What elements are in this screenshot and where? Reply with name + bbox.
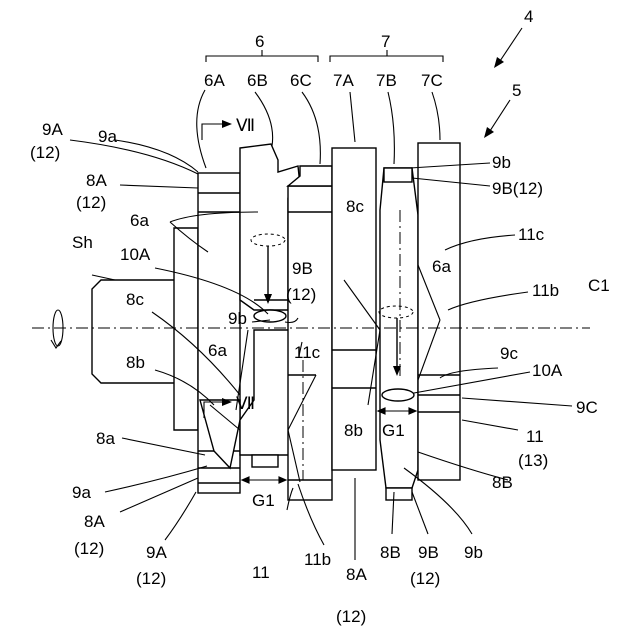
label-Sh: Sh (72, 233, 93, 252)
label-8a: 8a (96, 429, 115, 448)
label-8B-right: 8B (492, 473, 513, 492)
label-9c: 9c (500, 344, 518, 363)
label-10A-right: 10A (532, 361, 563, 380)
label-11-bottom: 11 (252, 563, 270, 582)
web-7C (418, 143, 460, 480)
label-11b-bottom: 11b (304, 550, 331, 569)
shaft-hub (174, 228, 198, 430)
brace-6 (206, 50, 318, 62)
label-12-9A-top: (12) (30, 143, 60, 162)
label-7: 7 (381, 32, 390, 51)
label-12-8A-top: (12) (76, 193, 106, 212)
label-11c-right: 11c (518, 225, 545, 244)
section-label-top: Ⅶ (236, 116, 255, 135)
label-12-8A-bottom: (12) (74, 539, 104, 558)
label-6a-right: 6a (432, 257, 451, 276)
label-8b-right: 8b (344, 421, 363, 440)
label-8c-left: 8c (126, 290, 144, 309)
label-9b-bottom-right: 9b (464, 543, 483, 562)
label-12-9B-mid: (12) (286, 285, 316, 304)
label-9a-top: 9a (98, 127, 117, 146)
label-9A-bottom: 9A (146, 543, 167, 562)
label-6: 6 (255, 32, 264, 51)
label-12-9B-bottom: (12) (410, 569, 440, 588)
label-10A-left: 10A (120, 245, 151, 264)
label-9C: 9C (576, 398, 598, 417)
label-11-right: 11 (526, 427, 544, 446)
label-6a-left: 6a (130, 211, 149, 230)
label-9a-bottom: 9a (72, 483, 91, 502)
label-8B-bottom: 8B (380, 543, 401, 562)
label-11c-mid: 11c (294, 343, 321, 362)
label-8c-right: 8c (346, 197, 364, 216)
label-G1-left: G1 (252, 491, 275, 510)
label-9B-mid: 9B (292, 259, 313, 278)
label-6A: 6A (204, 71, 225, 90)
label-G1-right: G1 (382, 421, 405, 440)
label-8b-left: 8b (126, 353, 145, 372)
label-13: (13) (518, 451, 548, 470)
label-7C: 7C (421, 71, 443, 90)
label-9A-top: 9A (42, 120, 63, 139)
label-9b-mid: 9b (228, 309, 247, 328)
label-8A-bottom: 8A (84, 512, 105, 531)
label-4: 4 (524, 7, 533, 26)
label-9B-bottom: 9B (418, 543, 439, 562)
label-12-9A-bottom: (12) (136, 569, 166, 588)
label-6C: 6C (290, 71, 312, 90)
label-8A-center: 8A (346, 565, 367, 584)
label-5: 5 (512, 81, 521, 100)
brace-7 (330, 50, 443, 62)
label-9b-top-right: 9b (492, 153, 511, 172)
label-9B12-top-right: 9B(12) (492, 179, 543, 198)
label-C1: C1 (588, 276, 610, 295)
label-6a-mid: 6a (208, 341, 227, 360)
label-7B: 7B (376, 71, 397, 90)
label-8A-top: 8A (86, 171, 107, 190)
label-7A: 7A (333, 71, 354, 90)
label-12-center: (12) (336, 607, 366, 626)
label-6B: 6B (247, 71, 268, 90)
label-11b-right: 11b (532, 281, 559, 300)
section-label-bottom: Ⅶ (236, 394, 255, 413)
